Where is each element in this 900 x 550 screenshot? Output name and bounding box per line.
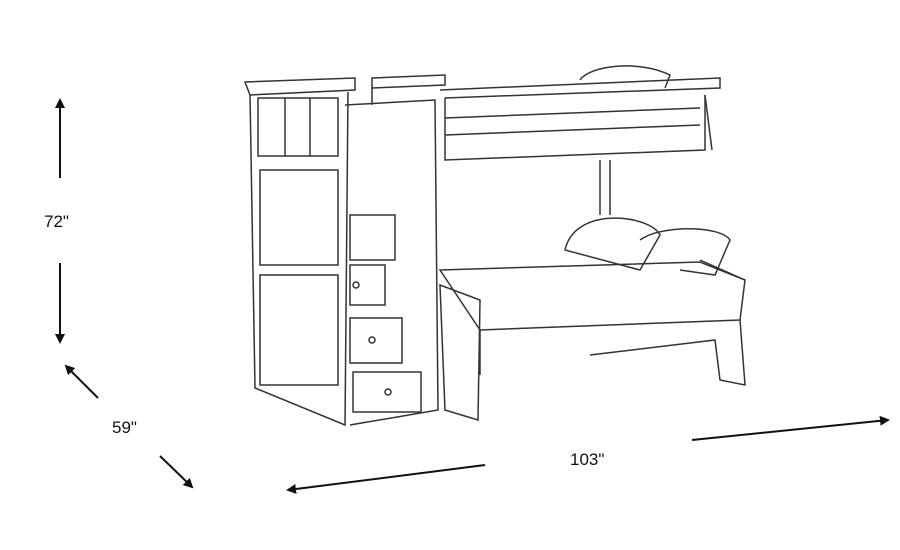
height-label: 72" <box>44 212 69 231</box>
depth-arrow-front <box>159 455 194 489</box>
width-label: 103" <box>570 450 605 469</box>
width-arrow-right <box>691 415 890 441</box>
depth-arrow-back <box>64 364 99 399</box>
bunk-bed-illustration <box>243 65 746 427</box>
depth-label: 59" <box>112 418 137 437</box>
width-arrow-left <box>286 464 486 494</box>
